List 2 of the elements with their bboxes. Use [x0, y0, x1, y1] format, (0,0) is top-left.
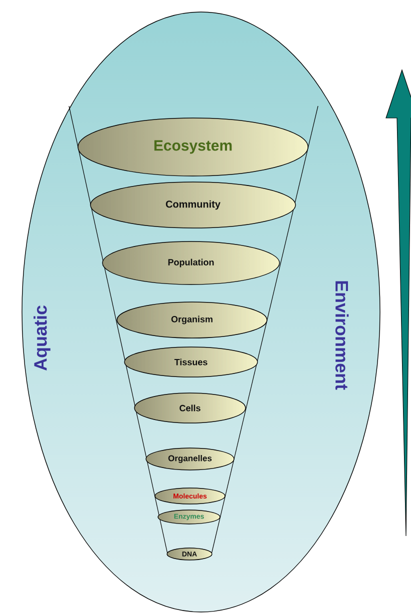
vertical-label: Aquatic: [34, 306, 50, 371]
vertical-label: Environment: [335, 281, 349, 390]
